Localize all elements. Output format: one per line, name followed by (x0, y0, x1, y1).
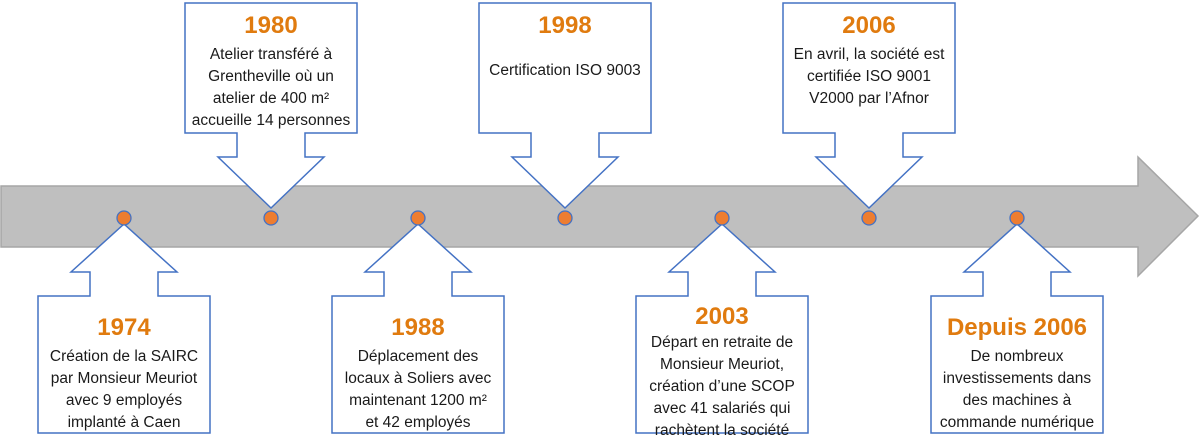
event-line: par Monsieur Meuriot (50, 370, 198, 387)
event-2006: 2006 En avril, la société est certifiée … (783, 12, 955, 110)
callout-depuis-2006 (930, 222, 1104, 434)
event-1980: 1980 Atelier transféré à Grentheville où… (185, 12, 357, 132)
event-year: 1974 (97, 314, 151, 341)
marker-1980 (263, 210, 279, 226)
event-depuis-2006: Depuis 2006 De nombreux investissements … (931, 314, 1103, 434)
event-line: création d’une SCOP (649, 378, 795, 395)
marker-2003 (714, 210, 730, 226)
event-line: atelier de 400 m² (212, 90, 330, 107)
event-1974: 1974 Création de la SAIRC par Monsieur M… (38, 314, 210, 434)
marker-2006 (861, 210, 877, 226)
event-line: Départ en retraite de (650, 334, 794, 351)
callout-1998 (478, 2, 652, 210)
callout-2006 (782, 2, 956, 210)
event-1998: 1998 Certification ISO 9003 (479, 12, 651, 82)
marker-1988 (410, 210, 426, 226)
event-line: des machines à (962, 392, 1072, 409)
event-line: et 42 employés (365, 414, 471, 431)
event-line: certifiée ISO 9001 (806, 68, 932, 85)
callout-1988 (331, 222, 505, 434)
event-line: maintenant 1200 m² (349, 392, 487, 409)
event-line: avec 9 employés (65, 392, 183, 409)
event-line: Grentheville où un (208, 68, 334, 85)
callout-1974 (37, 222, 211, 434)
event-line: avec 41 salariés qui (653, 400, 791, 417)
event-year: 1988 (391, 314, 445, 341)
event-line: locaux à Soliers avec (344, 370, 492, 387)
event-year: Depuis 2006 (946, 314, 1088, 341)
event-year: 2003 (695, 303, 749, 330)
event-1988: 1988 Déplacement des locaux à Soliers av… (332, 314, 504, 434)
marker-depuis-2006 (1009, 210, 1025, 226)
event-year: 1998 (538, 12, 592, 39)
event-line: Déplacement des (357, 348, 479, 365)
event-line: accueille 14 personnes (191, 112, 351, 129)
timeline-arrow (0, 155, 1200, 278)
event-line: investissements dans (942, 370, 1092, 387)
event-line: Monsieur Meuriot, (659, 356, 785, 373)
event-line: Atelier transféré à (209, 46, 333, 63)
event-line: De nombreux (970, 348, 1064, 365)
marker-1974 (116, 210, 132, 226)
callout-1980 (184, 2, 358, 210)
event-line: implanté à Caen (67, 414, 181, 431)
event-line: V2000 par l’Afnor (809, 90, 929, 107)
event-line: Certification ISO 9003 (489, 62, 641, 79)
event-year: 1980 (244, 12, 298, 39)
marker-1998 (557, 210, 573, 226)
event-year: 2006 (842, 12, 896, 39)
event-line: En avril, la société est (793, 46, 945, 63)
event-2003: 2003 Départ en retraite de Monsieur Meur… (636, 303, 808, 442)
event-line: commande numérique (939, 414, 1095, 431)
callout-2003 (635, 222, 809, 434)
event-line: rachètent la société (654, 422, 790, 439)
event-line: Création de la SAIRC (49, 348, 199, 365)
